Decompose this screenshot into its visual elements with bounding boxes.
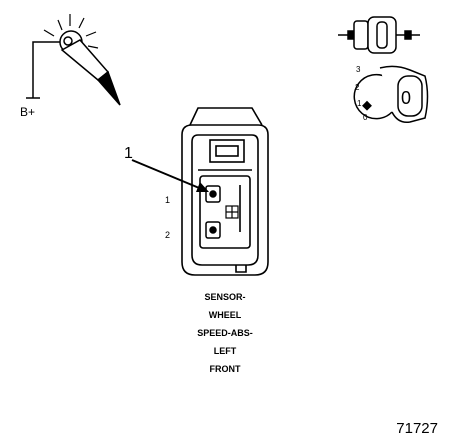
supply-label: B+ bbox=[20, 105, 35, 119]
ignition-switch-icon bbox=[353, 65, 429, 124]
callout-arrow bbox=[131, 159, 209, 192]
ignition-position-1: 1 bbox=[357, 99, 362, 108]
pin-1-cavity bbox=[205, 185, 221, 203]
connector-shell bbox=[181, 124, 269, 276]
callout-number: 1 bbox=[124, 145, 133, 162]
ignition-position-0: 0 bbox=[363, 113, 368, 122]
probe-handle bbox=[60, 39, 110, 81]
connector-latch bbox=[189, 107, 263, 126]
caption-line-2: WHEEL bbox=[209, 310, 242, 320]
connector-bottom-notch bbox=[235, 265, 247, 273]
lamp-filament-icon bbox=[63, 36, 73, 46]
sensor-connector bbox=[181, 107, 269, 276]
lamp-rays-icon bbox=[43, 14, 99, 49]
ignition-key-label: 0 bbox=[401, 88, 411, 108]
connector-tab-window bbox=[215, 145, 239, 157]
pin-label-1: 1 bbox=[165, 195, 170, 205]
probe-wire bbox=[32, 41, 60, 98]
ignition-position-2: 2 bbox=[355, 83, 360, 92]
caption-block: SENSOR- WHEEL SPEED-ABS- LEFT FRONT bbox=[197, 292, 253, 374]
test-lamp-probe bbox=[26, 14, 121, 106]
figure-number: 71727 bbox=[396, 420, 438, 437]
caption-line-1: SENSOR- bbox=[204, 292, 245, 302]
probe-tip bbox=[96, 70, 121, 106]
connector-locking-tab bbox=[209, 139, 245, 163]
connector-inner-body bbox=[191, 134, 259, 266]
caption-line-4: LEFT bbox=[214, 346, 237, 356]
connector-cavity-area bbox=[199, 175, 251, 249]
pin-label-2: 2 bbox=[165, 230, 170, 240]
ignition-position-3: 3 bbox=[356, 65, 361, 74]
caption-line-3: SPEED-ABS- bbox=[197, 328, 253, 338]
caption-line-5: FRONT bbox=[210, 364, 241, 374]
polarizing-key bbox=[225, 205, 239, 219]
connector-symbol-icon bbox=[338, 16, 420, 54]
pin-2-cavity bbox=[205, 221, 221, 239]
